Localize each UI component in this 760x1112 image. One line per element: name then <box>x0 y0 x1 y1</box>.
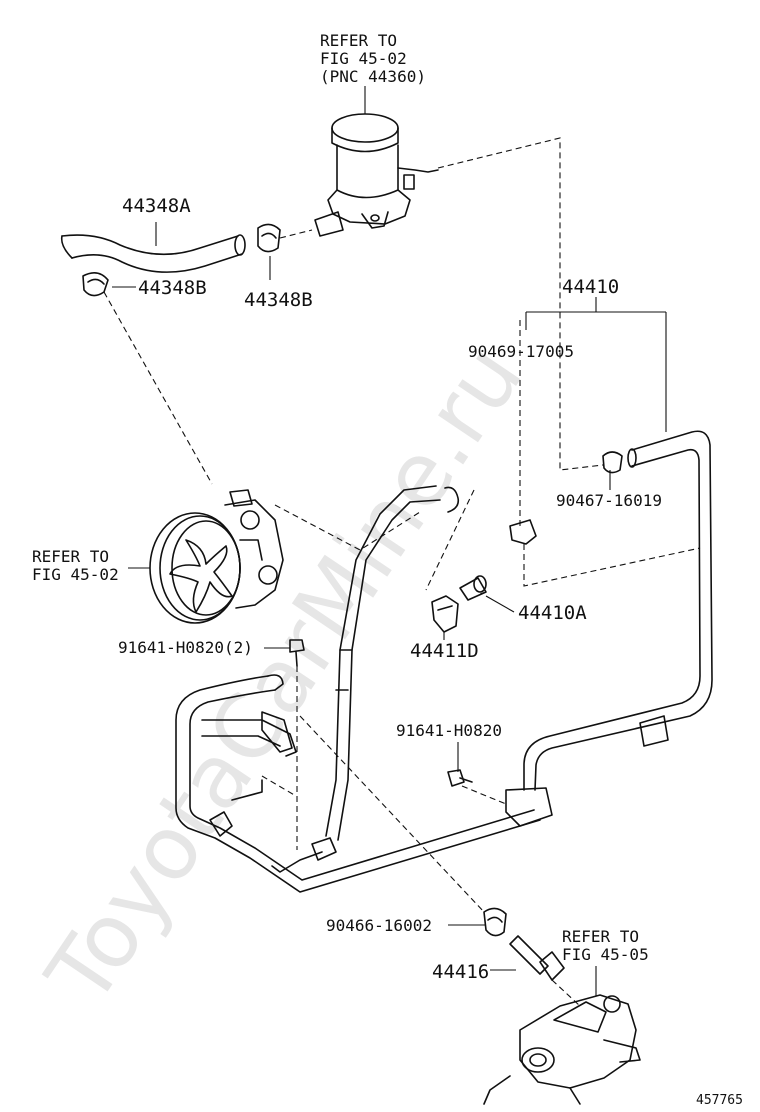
refer-pump-line-2: FIG 45-02 <box>32 565 119 584</box>
label-44348B-left[interactable]: 44348B <box>138 277 207 299</box>
label-91641-H0820-2[interactable]: 91641-H0820(2) <box>118 638 253 657</box>
leader-lines <box>112 222 667 996</box>
label-44348B-right[interactable]: 44348B <box>244 289 313 311</box>
reference-lines <box>103 137 701 1007</box>
clamp-90467-16019 <box>602 451 623 474</box>
clip-90469-17005 <box>509 519 537 545</box>
refer-reservoir-line-3: (PNC 44360) <box>320 67 426 86</box>
refer-fig-45-02-pump-label: REFER TO FIG 45-02 <box>32 547 119 584</box>
refer-gear-line-2: FIG 45-05 <box>562 945 649 964</box>
bolt-91641-H0820 <box>447 769 473 787</box>
power-steering-pump <box>149 489 284 624</box>
label-44416[interactable]: 44416 <box>432 961 489 983</box>
label-90467-16019[interactable]: 90467-16019 <box>556 491 662 510</box>
steering-gear <box>483 994 641 1105</box>
figure-number: 457765 <box>696 1093 743 1108</box>
reservoir-drawing <box>314 113 439 237</box>
label-44410A[interactable]: 44410A <box>518 602 587 624</box>
clamp-44348B-right <box>257 223 281 253</box>
label-44348A[interactable]: 44348A <box>122 195 191 217</box>
refer-reservoir-line-2: FIG 45-02 <box>320 49 407 68</box>
pressure-line <box>271 485 460 873</box>
clamp-44411D <box>431 595 459 633</box>
label-90469-17005[interactable]: 90469-17005 <box>468 342 574 361</box>
lower-tube-assy <box>175 674 541 893</box>
watermark: ToyotaCarMine.ru <box>26 327 542 1023</box>
return-line-44410 <box>505 430 713 827</box>
return-hose-44348A <box>60 234 246 273</box>
label-91641-H0820[interactable]: 91641-H0820 <box>396 721 502 740</box>
label-44410[interactable]: 44410 <box>562 276 619 298</box>
refer-gear-line-1: REFER TO <box>562 927 639 946</box>
refer-pump-line-1: REFER TO <box>32 547 109 566</box>
refer-fig-45-02-reservoir-label: REFER TO FIG 45-02 (PNC 44360) <box>320 31 426 86</box>
clip-90466-16002 <box>483 907 507 937</box>
refer-reservoir-line-1: REFER TO <box>320 31 397 50</box>
refer-fig-45-05-gear-label: REFER TO FIG 45-05 <box>562 927 649 964</box>
bolt-44410A <box>459 575 487 601</box>
label-44411D[interactable]: 44411D <box>410 640 479 662</box>
label-90466-16002[interactable]: 90466-16002 <box>326 916 432 935</box>
union-tube-44416 <box>509 935 565 981</box>
